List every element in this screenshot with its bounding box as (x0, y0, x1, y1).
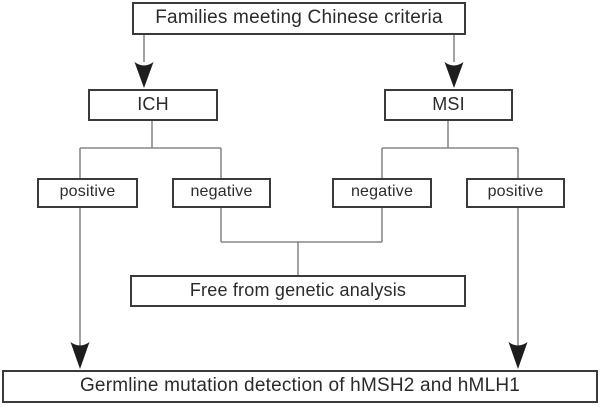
arrowhead-msi-positive-into-germline (508, 342, 528, 369)
node-label: negative (190, 183, 253, 200)
node-ich-positive: positive (37, 178, 138, 208)
node-label: positive (487, 183, 544, 200)
node-msi-positive: positive (466, 178, 565, 208)
node-label: MSI (432, 94, 465, 114)
arrowhead-ich-positive-into-germline (70, 342, 90, 369)
node-label: positive (59, 183, 116, 200)
node-germline-mutation-detection: Germline mutation detection of hMSH2 and… (2, 370, 598, 403)
node-families-meeting-chinese-criteria: Families meeting Chinese criteria (132, 2, 466, 35)
arrowhead-into-msi (444, 62, 464, 88)
node-ich-negative: negative (172, 178, 271, 208)
node-label: Families meeting Chinese criteria (155, 7, 443, 28)
arrowhead-into-ich (134, 62, 154, 88)
node-label: ICH (137, 94, 169, 114)
node-ich: ICH (88, 89, 218, 121)
node-msi: MSI (384, 89, 513, 121)
node-label: negative (350, 183, 414, 200)
node-label: Free from genetic analysis (189, 280, 407, 300)
node-free-from-genetic-analysis: Free from genetic analysis (130, 275, 466, 307)
node-label: Germline mutation detection of hMSH2 and… (79, 375, 521, 396)
node-msi-negative: negative (332, 178, 432, 208)
